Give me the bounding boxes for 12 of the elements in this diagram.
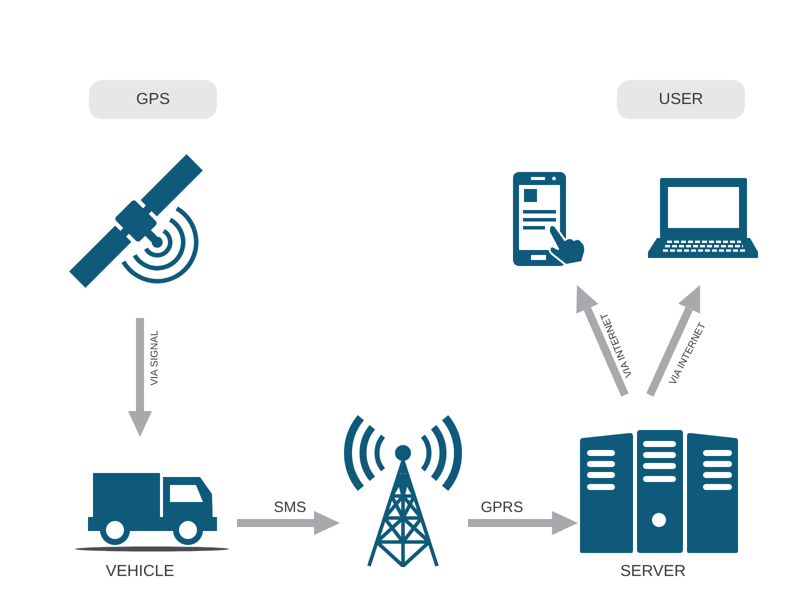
arrow [128,318,152,437]
category-tag: USER [617,80,745,119]
node-label: SERVER [619,563,687,581]
edge-label: GPRS [480,500,524,516]
node-label: VEHICLE [104,563,176,581]
arrow [237,511,340,535]
touchscreen-phone-icon [511,171,587,267]
laptop-icon [648,178,758,258]
edge-label: VIA SIGNAL [150,330,160,386]
edge-label: SMS [274,500,306,516]
category-tag: GPS [89,80,217,119]
arrow [468,511,578,535]
